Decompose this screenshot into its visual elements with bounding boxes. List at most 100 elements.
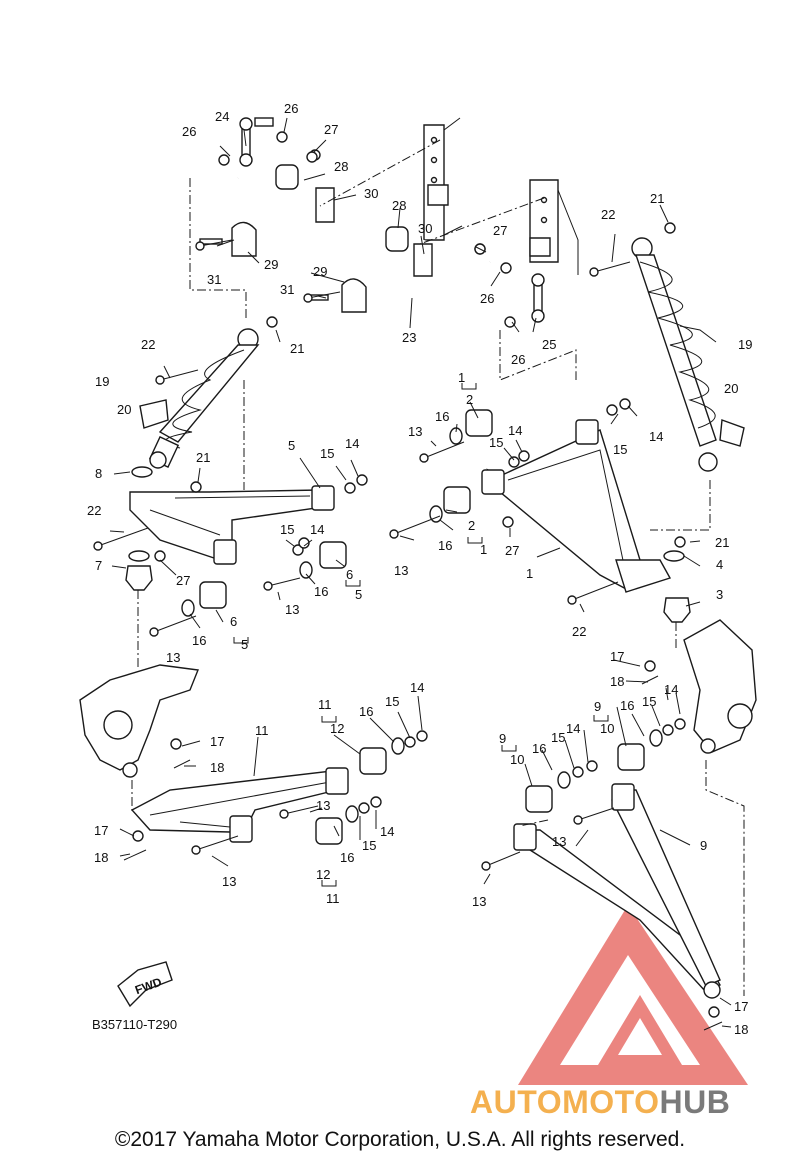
callout-c8: 8 — [95, 466, 102, 481]
callout-c2b: 2 — [468, 518, 475, 533]
shock-protector-left — [139, 399, 169, 429]
callout-c13c: 13 — [285, 602, 299, 617]
callout-c16h: 16 — [620, 698, 634, 713]
boot-left — [131, 466, 153, 478]
callout-c1a: 1 — [458, 370, 465, 385]
callout-c13h: 13 — [472, 894, 486, 909]
callout-c11b: 11 — [255, 723, 269, 738]
callout-c14g: 14 — [664, 682, 678, 697]
stabilizer-link-right — [531, 273, 545, 323]
callout-c12a: 12 — [330, 721, 344, 736]
callout-c16d: 16 — [192, 633, 206, 648]
callout-c14c: 14 — [345, 436, 359, 451]
callout-c21a: 21 — [290, 341, 304, 356]
ball-joint-right — [663, 597, 691, 623]
callout-c17a: 17 — [210, 734, 224, 749]
callout-c17d: 17 — [734, 999, 748, 1014]
callout-c22d: 22 — [87, 503, 101, 518]
bushings-lower — [181, 398, 686, 845]
callout-c27b: 27 — [493, 223, 507, 238]
callout-c13d: 13 — [166, 650, 180, 665]
callout-c7: 7 — [95, 558, 102, 573]
callout-c31b: 31 — [280, 282, 294, 297]
callout-c13g: 13 — [552, 834, 566, 849]
shock-absorber-right — [631, 237, 745, 472]
boot-right — [663, 550, 685, 562]
callout-c28b: 28 — [392, 198, 406, 213]
bolts — [93, 239, 631, 871]
automotohub-logo — [518, 905, 748, 1085]
lower-arm-right — [513, 783, 721, 999]
callout-c22b: 22 — [601, 207, 615, 222]
callout-c20b: 20 — [724, 381, 738, 396]
callout-c14f: 14 — [380, 824, 394, 839]
callout-c16b: 16 — [438, 538, 452, 553]
callout-c21b: 21 — [650, 191, 664, 206]
frame-bracket-left — [423, 117, 463, 241]
callout-c13f: 13 — [222, 874, 236, 889]
callout-c11c: 11 — [326, 891, 340, 906]
assembly-lines — [131, 139, 745, 996]
callout-c15g: 15 — [551, 730, 565, 745]
callout-c18d: 18 — [734, 1022, 748, 1037]
callout-c26d: 26 — [511, 352, 525, 367]
callout-c1c: 1 — [526, 566, 533, 581]
nuts — [123, 151, 723, 1031]
callout-c24: 24 — [215, 109, 229, 124]
knuckle-left — [79, 664, 199, 778]
shock-absorber-left — [148, 328, 260, 469]
callout-c12b: 12 — [316, 867, 330, 882]
callout-c10b: 10 — [600, 721, 614, 736]
callout-c26c: 26 — [480, 291, 494, 306]
callout-c1b: 1 — [480, 542, 487, 557]
callout-c23: 23 — [402, 330, 416, 345]
callout-c18c: 18 — [610, 674, 624, 689]
callout-c6b: 6 — [230, 614, 237, 629]
group-brackets — [233, 383, 609, 887]
callout-c11a: 11 — [318, 697, 332, 712]
callout-c16a: 16 — [435, 409, 449, 424]
diagram-code: B357110-T290 — [92, 1017, 177, 1032]
callout-c22a: 22 — [141, 337, 155, 352]
callout-c29b: 29 — [313, 264, 327, 279]
callout-c14h: 14 — [566, 721, 580, 736]
callout-c18a: 18 — [210, 760, 224, 775]
callout-c31a: 31 — [207, 272, 221, 287]
fwd-arrow-icon: FWD — [117, 961, 173, 1008]
callout-c25: 25 — [542, 337, 556, 352]
callout-c15d: 15 — [280, 522, 294, 537]
callout-c22c: 22 — [572, 624, 586, 639]
callout-c15a: 15 — [489, 435, 503, 450]
callout-c27a: 27 — [324, 122, 338, 137]
callout-c15f: 15 — [362, 838, 376, 853]
callout-c20a: 20 — [117, 402, 131, 417]
callout-c14a: 14 — [508, 423, 522, 438]
callout-c4: 4 — [716, 557, 723, 572]
frame-bracket-right — [529, 179, 579, 275]
lower-arm-left — [130, 767, 349, 843]
callout-c29a: 29 — [264, 257, 278, 272]
watermark-text: AUTOMOTOHUB — [470, 1084, 730, 1120]
watermark-automoto: AUTOMOTO — [470, 1084, 659, 1120]
callout-c14d: 14 — [310, 522, 324, 537]
callout-c16f: 16 — [340, 850, 354, 865]
callout-c26a: 26 — [182, 124, 196, 139]
callout-c26b: 26 — [284, 101, 298, 116]
copyright-notice: ©2017 Yamaha Motor Corporation, U.S.A. A… — [114, 1128, 686, 1151]
watermark-hub: HUB — [659, 1084, 730, 1120]
callout-c5b: 5 — [355, 587, 362, 602]
knuckle-right — [683, 619, 757, 754]
callout-c16c: 16 — [314, 584, 328, 599]
callout-c14b: 14 — [649, 429, 663, 444]
callout-c17c: 17 — [610, 649, 624, 664]
callout-c10a: 10 — [510, 752, 524, 767]
callout-c9c: 9 — [700, 838, 707, 853]
callout-c6a: 6 — [346, 567, 353, 582]
callout-c27c: 27 — [505, 543, 519, 558]
callout-c28a: 28 — [334, 159, 348, 174]
callout-c16e: 16 — [359, 704, 373, 719]
callout-c9b: 9 — [594, 699, 601, 714]
upper-arm-right — [481, 419, 672, 593]
callout-c15h: 15 — [642, 694, 656, 709]
upper-arm-left — [129, 485, 335, 565]
